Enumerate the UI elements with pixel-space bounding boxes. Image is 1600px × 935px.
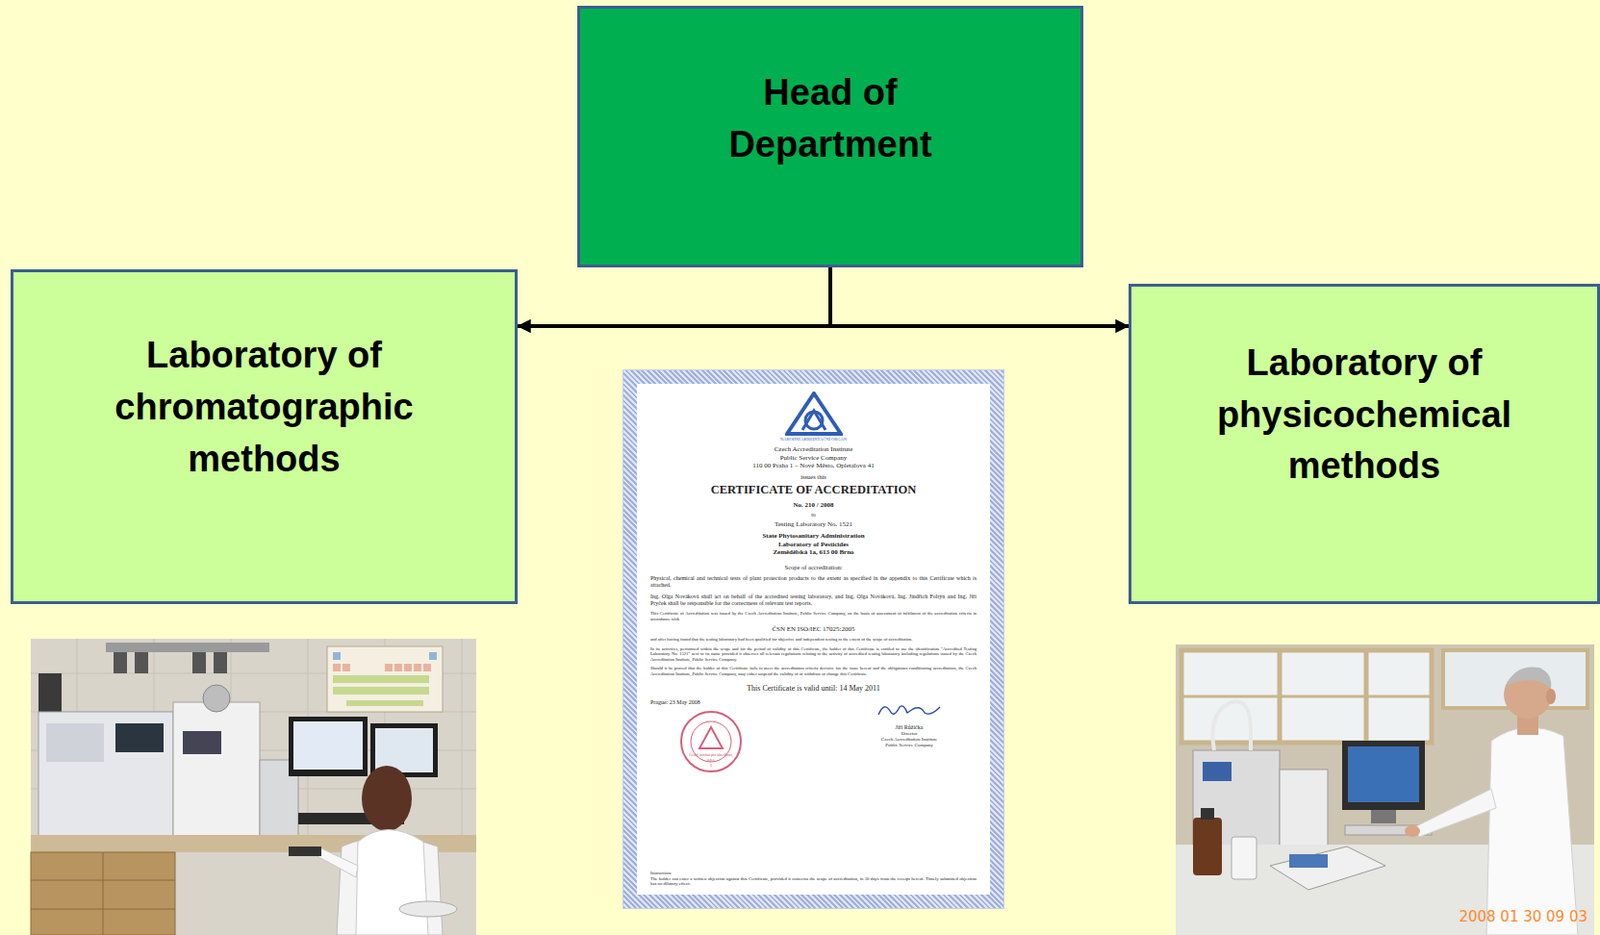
certificate-text: Should it be proved that the holder of t… — [650, 665, 977, 677]
certificate-text: Physical, chemical and technical tests o… — [650, 575, 977, 589]
connector-arrow — [517, 267, 831, 327]
certificate-text: Czech Accreditation Institute — [650, 445, 977, 454]
certificate-text: issues this — [650, 473, 977, 482]
certificate-text: This Certificate of Accreditation was is… — [650, 610, 977, 622]
connector-arrow — [830, 267, 1129, 327]
certificate-text: Director — [841, 731, 977, 737]
certificate-text: This Certificate is valid until: 14 May … — [650, 684, 977, 694]
certificate-text: Zemědělská 1a, 613 00 Brno — [650, 548, 977, 557]
certificate-text: Public Service Company — [650, 454, 977, 462]
accreditation-certificate: NÁRODNÍ AKREDITAČNÍ ORGÁN Czech Accredita… — [623, 370, 1004, 909]
certificate-text: State Phytosanitary Administration — [650, 532, 977, 540]
certificate-text: Testing Laboratory No. 1521 — [650, 520, 977, 529]
certificate-text: ČSN EN ISO/IEC 17025:2005 — [650, 625, 977, 634]
certificate-text: Laboratory of Pesticides — [650, 540, 977, 549]
certificate-text: 1 — [706, 762, 716, 769]
signature — [870, 699, 948, 721]
box-text: Laboratory of physicochemical methods — [1147, 337, 1581, 494]
certificate-text: Public Service Company — [841, 742, 977, 749]
certificate-text: In its activities, performed within the … — [650, 646, 977, 663]
certificate-text: Prague: 23 May 2008 — [650, 699, 786, 707]
certificate-text: Ing. Olga Nováková shall act on behalf o… — [650, 593, 977, 608]
certificate-text: NÁRODNÍ AKREDITAČNÍ ORGÁN — [650, 436, 977, 442]
lab-photo-right — [1175, 644, 1595, 935]
lab-box: Laboratory of chromatographic methods — [10, 269, 518, 605]
lab-photo-left — [30, 638, 477, 935]
certificate-text: Jiří Růžička — [841, 724, 977, 732]
certificate-text: and after having found that the testing … — [650, 636, 977, 643]
lab-box: Laboratory of physicochemical methods — [1128, 283, 1600, 605]
certificate-text: Scope of accreditation: — [650, 563, 977, 572]
certificate-page: NÁRODNÍ AKREDITAČNÍ ORGÁN Czech Accredita… — [636, 383, 991, 895]
box-text: Head of Department — [671, 67, 990, 172]
head-box: Head of Department — [577, 5, 1084, 268]
certificate-text: to — [650, 511, 977, 519]
accreditation-logo — [785, 391, 843, 436]
certificate-text: CERTIFICATE OF ACCREDITATION — [650, 482, 977, 498]
certificate-text: Český institut pro akreditaci, o.p.s. — [686, 753, 736, 763]
certificate-text: Instruction: — [650, 870, 977, 877]
photo-timestamp: 2008 01 30 09 03 — [1443, 908, 1588, 926]
certificate-text: No. 210 / 2008 — [650, 501, 977, 509]
certificate-text: Czech Accreditation Institute — [841, 736, 977, 743]
box-text: Laboratory of chromatographic methods — [38, 330, 491, 486]
certificate-text: The holder can enter a written objection… — [650, 876, 977, 889]
certificate-text: 110 00 Praha 1 – Nové Město, Opletalova … — [650, 461, 977, 470]
